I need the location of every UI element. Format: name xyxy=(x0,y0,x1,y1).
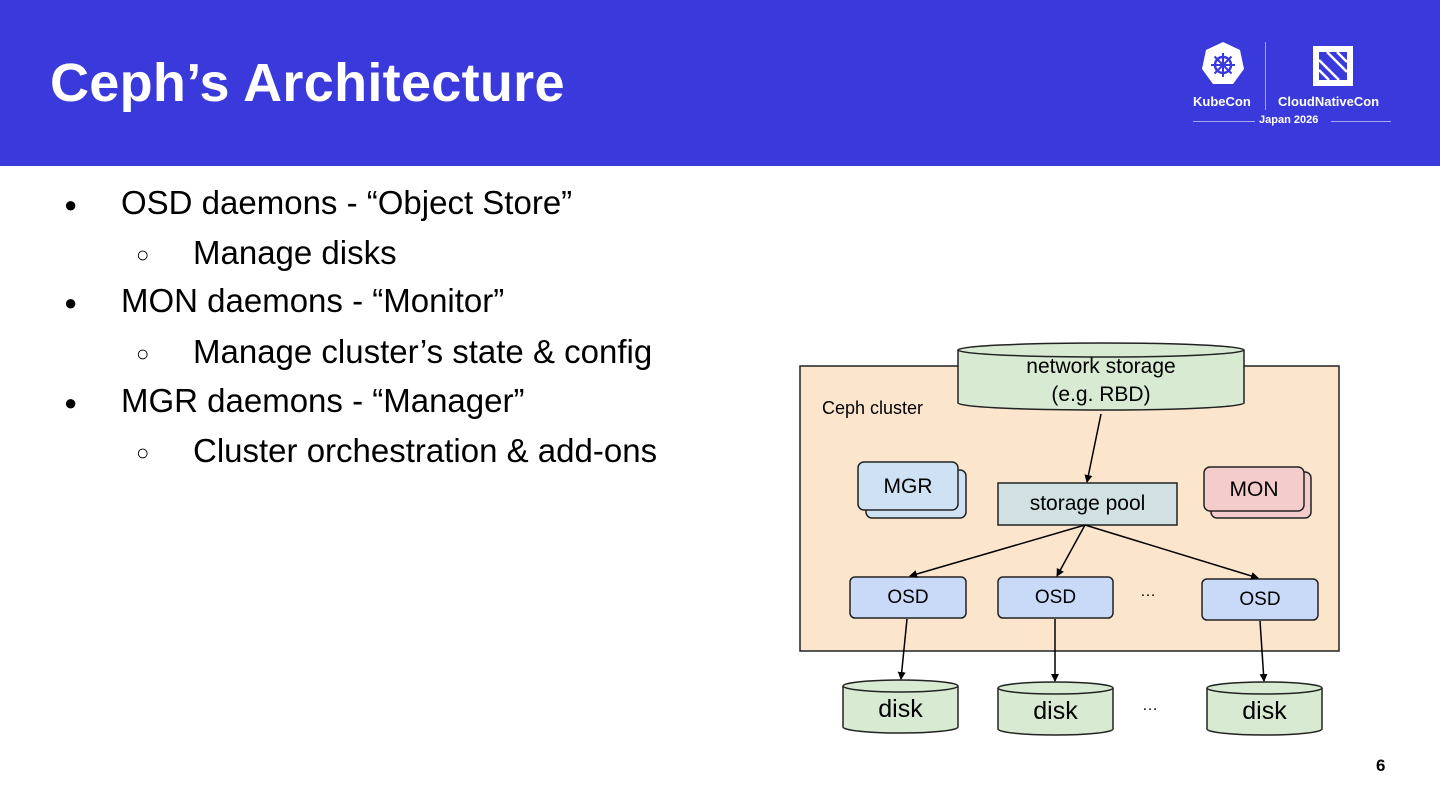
cloudnative-icon xyxy=(1313,46,1353,86)
mgr-box xyxy=(857,461,959,511)
kubecon-logo: KubeCon CloudNativeCon Japan 2026 xyxy=(1185,38,1400,130)
disk-label: disk xyxy=(1242,697,1287,725)
osd-label: OSD xyxy=(1034,587,1077,608)
sub-bullet-mgr: Cluster orchestration & add-ons xyxy=(193,432,658,469)
osd-box xyxy=(997,576,1114,619)
arrow-pool-to-osd xyxy=(1084,524,1259,580)
bullet-dot: ● xyxy=(64,290,78,315)
logo-rule-left xyxy=(1193,121,1255,122)
disk-ellipsis: … xyxy=(1142,697,1158,714)
ceph-cluster-label: Ceph cluster xyxy=(822,398,924,418)
storage-pool-box xyxy=(997,482,1178,526)
osd-box xyxy=(1201,578,1319,621)
bullet-dot: ● xyxy=(64,390,78,415)
slide-title: Ceph’s Architecture xyxy=(50,53,565,113)
network-storage-cylinder xyxy=(957,342,1245,411)
mon-box xyxy=(1203,466,1305,512)
arrow-network-to-pool xyxy=(1084,413,1102,483)
bullet-mon: MON daemons - “Monitor” xyxy=(121,282,505,319)
osd-label: OSD xyxy=(887,587,929,608)
event-label: Japan 2026 xyxy=(1259,114,1319,126)
mgr-label: MGR xyxy=(883,475,933,498)
sub-bullet-circle: ○ xyxy=(136,242,150,267)
sub-bullet-circle: ○ xyxy=(136,341,150,366)
ceph-architecture-diagram: Ceph cluster network storage (e.g. RBD) … xyxy=(795,335,1355,745)
arrow-osd-to-disk xyxy=(1259,620,1268,682)
osd-box xyxy=(849,576,967,619)
disk-label: disk xyxy=(878,695,923,723)
kubernetes-helm-icon xyxy=(1202,42,1244,84)
disk-cylinder xyxy=(997,681,1114,736)
mon-label: MON xyxy=(1229,478,1279,501)
bullet-osd: OSD daemons - “Object Store” xyxy=(121,184,573,221)
arrow-osd-to-disk xyxy=(897,618,908,680)
arrow-pool-to-osd xyxy=(909,524,1086,578)
page-number: 6 xyxy=(1376,756,1386,775)
cloudnativecon-wordmark: CloudNativeCon xyxy=(1278,94,1380,109)
sub-bullet-circle: ○ xyxy=(136,440,150,465)
sub-bullet-mon: Manage cluster’s state & config xyxy=(193,333,653,370)
network-storage-label: network storage xyxy=(1026,355,1176,378)
arrow-pool-to-osd xyxy=(1056,524,1086,577)
bullet-mgr: MGR daemons - “Manager” xyxy=(121,382,525,419)
sub-bullet-osd: Manage disks xyxy=(193,234,397,271)
disk-label: disk xyxy=(1033,697,1078,725)
disk-cylinder xyxy=(842,679,959,734)
slide-header: Ceph’s Architecture KubeCon xyxy=(0,0,1440,166)
logo-rule-right xyxy=(1331,121,1391,122)
kubecon-wordmark: KubeCon xyxy=(1193,94,1251,109)
diagram-graphics xyxy=(799,342,1340,736)
logo-divider xyxy=(1265,42,1266,110)
osd-label: OSD xyxy=(1239,589,1281,610)
disk-cylinder xyxy=(1206,681,1323,736)
storage-pool-label: storage pool xyxy=(1029,492,1146,515)
bullet-dot: ● xyxy=(64,192,78,217)
network-storage-example: (e.g. RBD) xyxy=(1051,383,1151,406)
osd-ellipsis: … xyxy=(1140,583,1156,600)
